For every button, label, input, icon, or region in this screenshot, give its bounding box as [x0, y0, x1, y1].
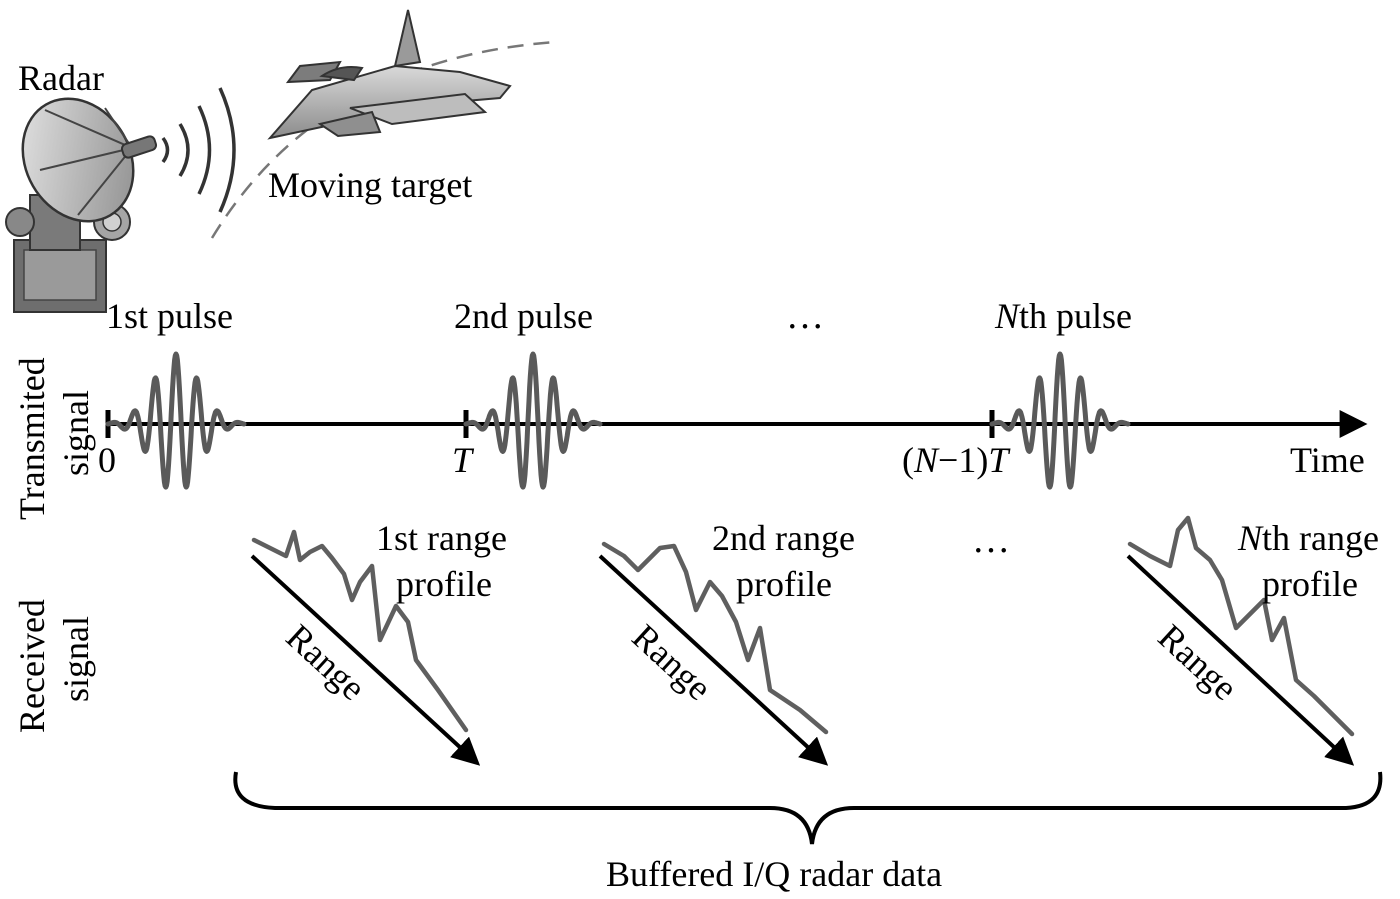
profile-ellipsis: … [972, 519, 1010, 561]
pulse-label-2: 2nd pulse [454, 296, 593, 336]
range-profile-n-curve [1127, 515, 1355, 737]
time-axis-label: Time [1290, 440, 1365, 480]
jet-icon [267, 9, 512, 140]
radar-wave-icon [161, 87, 236, 213]
range-profile-sublabel-2: profile [736, 564, 832, 604]
time-label-T: T [452, 440, 475, 480]
row-label-transmitted-line2: signal [56, 390, 96, 476]
transmitted-signal-row-label: Transmited signal [12, 357, 96, 520]
target-label: Moving target [268, 165, 472, 205]
received-signal-row-label: Received signal [12, 599, 96, 733]
range-axis-n [1126, 554, 1355, 766]
range-profile-sublabel-n: profile [1262, 564, 1358, 604]
pulse-waveform-n [989, 351, 1131, 490]
range-profile-label-1: 1st range [376, 518, 507, 558]
row-label-received-line2: signal [56, 616, 96, 702]
radar-label: Radar [18, 58, 104, 98]
range-axis-1 [250, 554, 481, 766]
range-axis-label-2: Range [625, 616, 720, 708]
range-profile-2-curve [601, 541, 829, 735]
range-profile-label-n: Nth range [1237, 518, 1379, 558]
pulse-ellipsis: … [786, 295, 824, 337]
range-axis-label-1: Range [279, 616, 374, 708]
radar-antenna-icon [5, 97, 158, 313]
pulse-label-1: 1st pulse [106, 296, 233, 336]
range-profile-label-2: 2nd range [712, 518, 855, 558]
range-axis-2 [598, 554, 829, 766]
buffered-data-label: Buffered I/Q radar data [606, 854, 942, 894]
row-label-transmitted-line1: Transmited [12, 357, 52, 520]
row-label-received-line1: Received [12, 599, 52, 733]
buffer-brace [233, 771, 1383, 845]
time-label-n: (N−1)T [902, 440, 1011, 480]
pulse-waveform-2 [463, 351, 603, 490]
pulse-waveform-1 [105, 351, 247, 490]
range-profile-1-curve [251, 529, 469, 733]
range-axis-label-n: Range [1151, 616, 1246, 708]
pulse-label-n: Nth pulse [994, 296, 1132, 336]
range-profile-sublabel-1: profile [396, 564, 492, 604]
time-label-0: 0 [98, 440, 116, 480]
flight-path [210, 40, 556, 239]
